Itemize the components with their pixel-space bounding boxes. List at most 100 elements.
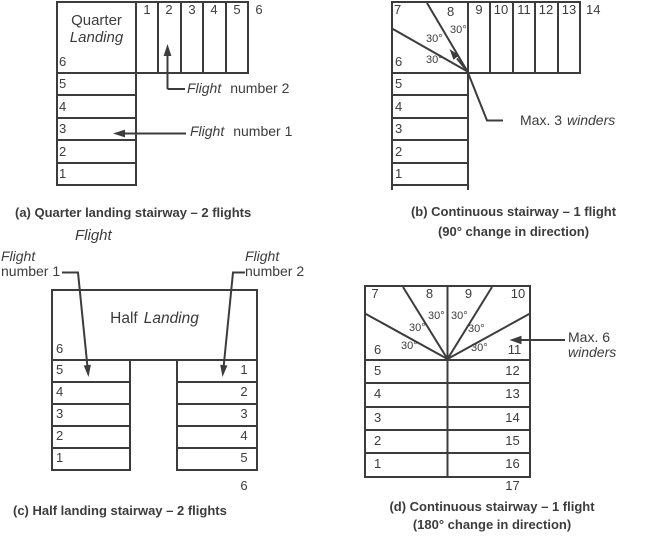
d-tread-left-5: 5 xyxy=(374,363,382,378)
a-tread-top-5: 5 xyxy=(233,2,241,17)
b-tread-8: 8 xyxy=(447,4,455,19)
b-tread-7: 7 xyxy=(394,2,402,17)
c-landing-number: 6 xyxy=(56,341,64,356)
d-tread-8: 8 xyxy=(425,286,434,301)
a-flight2-arrow xyxy=(163,44,185,90)
a-caption: (a) Quarter landing stairway – 2 flights xyxy=(15,205,252,220)
d-caption-line1: (d) Continuous stairway – 1 flight xyxy=(389,499,595,514)
d-tread-right-13: 13 xyxy=(505,386,520,401)
d-tread-left-3: 3 xyxy=(374,410,382,425)
d-tread-11: 11 xyxy=(507,342,522,357)
d-angle-right-mid: 30° xyxy=(468,323,485,335)
d-caption: (d) Continuous stairway – 1 flight (180°… xyxy=(361,498,623,534)
c-tread-right-4: 4 xyxy=(240,428,248,443)
a-tread-left-3: 3 xyxy=(59,121,67,136)
b-caption-line2: (90° change in direction) xyxy=(437,224,590,239)
d-winder-fan xyxy=(364,286,531,360)
b-tread-top-end: 14 xyxy=(586,2,601,17)
a-flight1-label-word: Flight xyxy=(190,123,225,139)
b-tread-left-1: 1 xyxy=(395,166,403,181)
b-tread-left-3: 3 xyxy=(395,121,403,136)
b-angle-bottom: 30° xyxy=(426,54,443,66)
c-flight1-label-word: Flight xyxy=(1,248,36,264)
d-tread-10: 10 xyxy=(510,286,526,301)
d-angle-left-top: 30° xyxy=(428,310,445,322)
c-flight2-label: Flight number 2 xyxy=(245,249,304,279)
c-landing-label: Half Landing xyxy=(52,310,257,327)
a-landing-number: 6 xyxy=(59,54,67,69)
a-tread-left-4: 4 xyxy=(59,99,67,114)
d-angle-left-mid: 30° xyxy=(409,322,426,334)
b-caption-line1: (b) Continuous stairway – 1 flight xyxy=(410,204,617,219)
d-angle-right-bottom: 30° xyxy=(471,342,488,354)
a-tread-top-3: 3 xyxy=(188,2,196,17)
d-tread-right-15: 15 xyxy=(505,433,520,448)
c-flight-heading: Flight xyxy=(75,227,112,244)
a-tread-top-1: 1 xyxy=(143,2,151,17)
d-max-winders-arrow xyxy=(509,335,565,345)
c-flight1-label-rest: number 1 xyxy=(1,263,61,279)
b-angle-middle: 30° xyxy=(426,33,443,45)
c-tread-left-3: 3 xyxy=(56,406,64,421)
b-continuous-90-plan xyxy=(391,1,581,190)
b-tread-top-12: 12 xyxy=(538,2,554,17)
c-flight1-arrow xyxy=(62,271,91,377)
d-tread-left-1: 1 xyxy=(374,456,382,471)
b-winder-fan xyxy=(391,2,469,73)
a-tread-top-2: 2 xyxy=(165,2,173,17)
c-tread-left-4: 4 xyxy=(56,384,64,399)
b-tread-left-4: 4 xyxy=(395,99,403,114)
a-tread-top-4: 4 xyxy=(210,2,218,17)
a-quarter-landing-plan xyxy=(56,1,249,186)
a-flight1-label-rest: number 1 xyxy=(233,123,293,139)
a-flight1-label: Flight number 1 xyxy=(190,124,292,139)
b-caption: (b) Continuous stairway – 1 flight (90° … xyxy=(383,202,644,242)
d-tread-6: 6 xyxy=(374,342,382,357)
b-tread-top-10: 10 xyxy=(493,2,509,17)
c-half-landing-plan xyxy=(51,289,258,471)
c-flight2-label-rest: number 2 xyxy=(245,263,305,279)
a-landing-word-1: Quarter xyxy=(71,12,122,29)
c-tread-left-5: 5 xyxy=(56,362,64,377)
d-angle-left-bottom: 30° xyxy=(401,340,418,352)
a-flight2-label-word: Flight xyxy=(187,80,222,96)
b-tread-top-11: 11 xyxy=(517,2,531,17)
d-continuous-180-plan xyxy=(364,285,531,478)
d-angle-right-top: 30° xyxy=(451,310,468,322)
d-tread-right-16: 16 xyxy=(505,456,520,471)
d-tread-right-12: 12 xyxy=(505,363,520,378)
a-tread-left-2: 2 xyxy=(59,144,67,159)
c-flight2-arrow xyxy=(220,271,245,377)
d-tread-left-4: 4 xyxy=(374,386,382,401)
a-flight1-arrow xyxy=(113,129,186,138)
b-tread-left-5: 5 xyxy=(395,76,403,91)
c-landing-word-2: Landing xyxy=(143,310,199,327)
b-angle-top: 30° xyxy=(450,24,467,36)
b-tread-left-2: 2 xyxy=(395,144,403,159)
c-tread-right-end: 6 xyxy=(240,478,248,493)
c-caption: (c) Half landing stairway – 2 flights xyxy=(13,503,227,518)
d-tread-9: 9 xyxy=(464,286,473,301)
b-max-winders-italic: winders xyxy=(567,112,616,128)
d-tread-right-14: 14 xyxy=(505,410,520,425)
c-tread-right-1: 1 xyxy=(240,362,248,377)
b-tread-top-9: 9 xyxy=(475,2,483,17)
c-flight2-label-word: Flight xyxy=(245,248,280,264)
c-landing-word-1: Half xyxy=(110,310,138,327)
c-tread-left-1: 1 xyxy=(56,450,64,465)
c-tread-left-2: 2 xyxy=(56,428,64,443)
c-tread-right-2: 2 xyxy=(240,384,248,399)
b-tread-top-13: 13 xyxy=(561,2,577,17)
d-tread-left-2: 2 xyxy=(374,433,382,448)
c-flight1-label: Flight number 1 xyxy=(1,249,60,279)
d-tread-end-17: 17 xyxy=(505,478,520,493)
b-max-winders-text: Max. 3 xyxy=(520,112,563,128)
a-tread-top-end: 6 xyxy=(255,2,263,17)
d-max-winders-text: Max. 6 xyxy=(568,329,611,345)
d-max-winders-italic: winders xyxy=(568,344,617,360)
b-max-winders-leader-arrow xyxy=(449,49,503,122)
d-max-winders-label: Max. 6 winders xyxy=(568,330,616,360)
